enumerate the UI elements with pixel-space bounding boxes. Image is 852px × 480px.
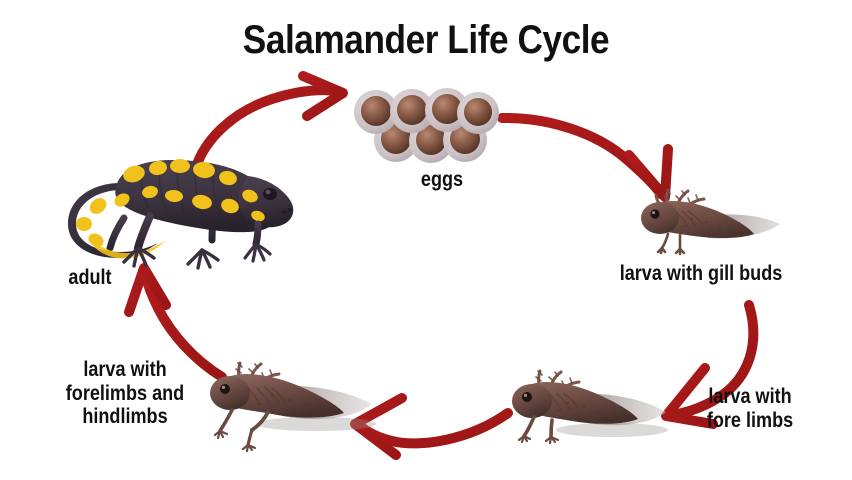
label-eggs: eggs	[420, 168, 464, 191]
larva-fore-limbs-illustration	[500, 368, 680, 454]
adult-hind-leg-far	[106, 214, 128, 252]
larva-forelimbs	[517, 415, 560, 445]
larva-shadow	[556, 423, 668, 437]
eggs-illustration	[352, 86, 499, 166]
adult-tail-stripe	[92, 240, 166, 259]
label-line-1: larva with	[83, 358, 167, 381]
larva-head	[210, 376, 250, 410]
label-line-1: larva with	[708, 385, 792, 408]
larva-eye	[650, 209, 660, 219]
arrow-gill-buds-to-fore-limbs	[661, 300, 759, 429]
larva-gill-buds-illustration	[630, 186, 800, 266]
label-adult: adult	[68, 266, 112, 289]
adult-eye	[263, 188, 277, 200]
egg-row-top	[354, 88, 499, 134]
larva-head	[512, 384, 552, 418]
larva-eye	[522, 392, 532, 402]
larva-forelimbs	[213, 408, 234, 440]
label-line-2: forelimbs and	[65, 381, 185, 405]
arrow-fore-limbs-to-fore-hind-limbs	[350, 393, 513, 460]
larva-shadow	[256, 417, 376, 431]
page-title: Salamander Life Cycle	[242, 18, 610, 62]
label-larva-gill-buds: larva with gill buds	[619, 262, 783, 285]
larva-fore-hind-limbs-illustration	[198, 361, 388, 454]
larva-eye	[220, 384, 230, 394]
larva-hindlimbs	[241, 410, 270, 453]
adult-salamander-illustration	[62, 148, 302, 280]
arrow-adult-to-eggs	[191, 71, 348, 172]
adult-nostrils	[281, 208, 293, 214]
arrow-fore-hind-limbs-to-adult	[124, 263, 227, 382]
label-line-2: fore limbs	[706, 408, 794, 432]
adult-limbs-near	[122, 212, 272, 270]
adult-yellow-spots	[76, 159, 265, 247]
larva-limb-buds	[656, 232, 686, 256]
label-line-3: hindlimbs	[82, 405, 168, 429]
larva-head	[641, 202, 679, 234]
